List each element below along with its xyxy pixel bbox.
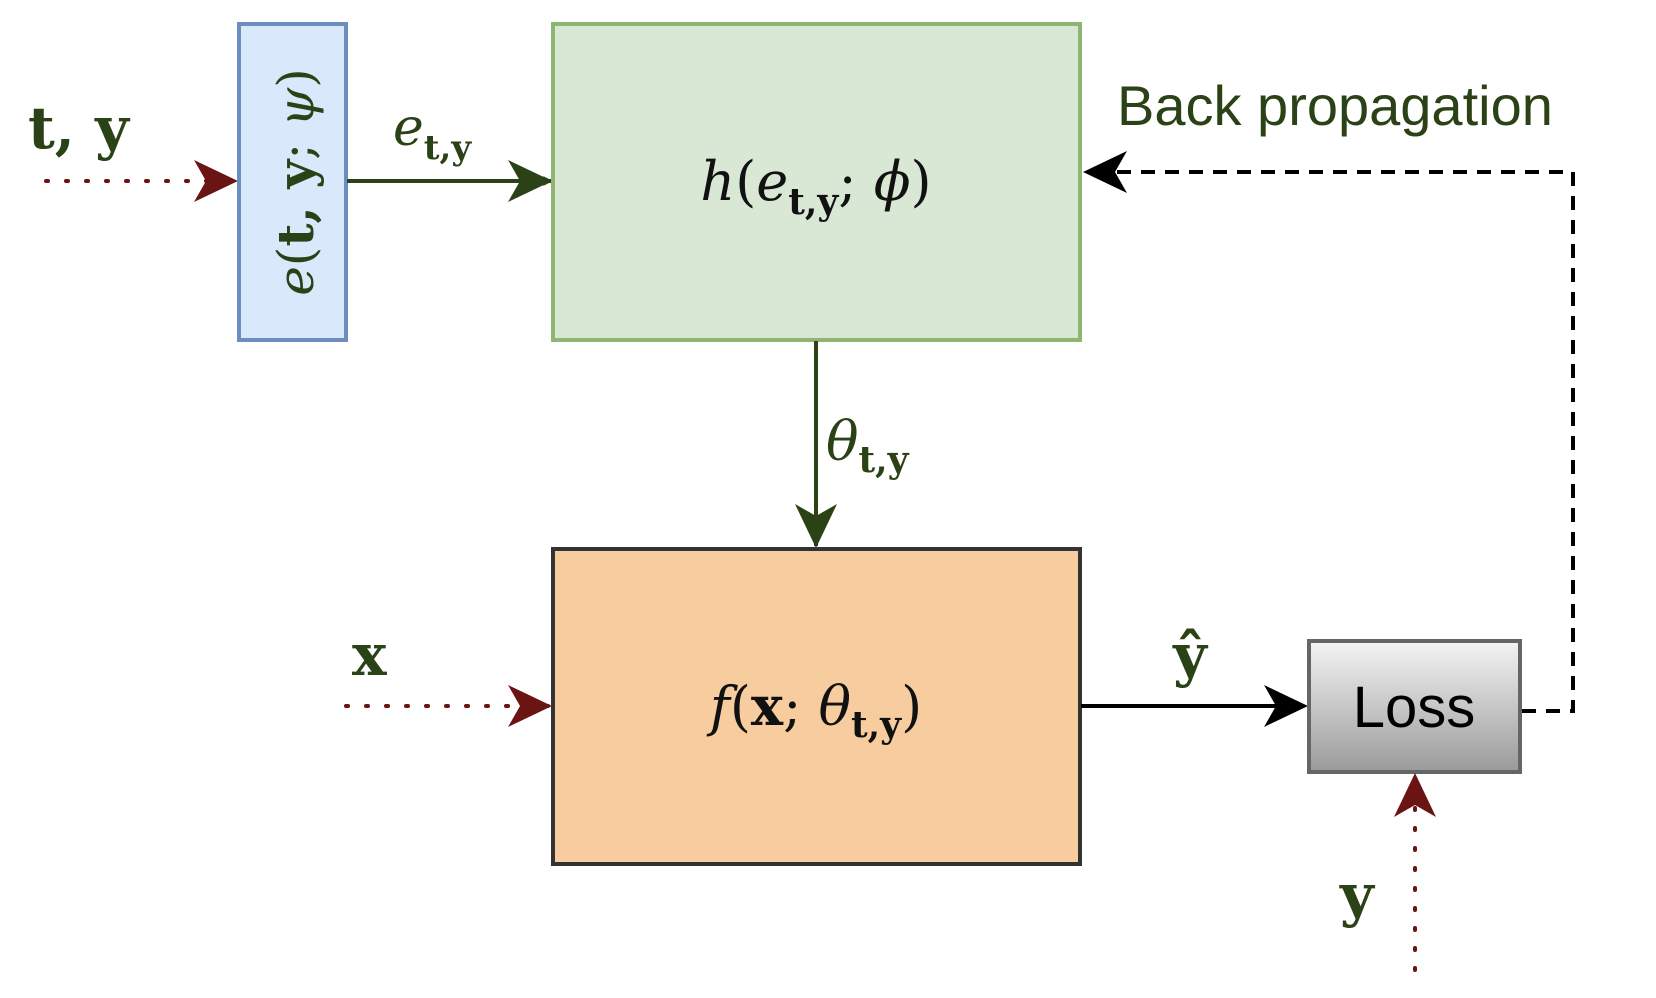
embedding-fn: e [267, 266, 325, 296]
hypernet-to-target-arrowhead [795, 504, 837, 548]
hypernet-close: ) [911, 150, 932, 213]
hypernet-param: ϕ [874, 150, 911, 213]
target-arg: x [751, 674, 784, 738]
target-open: ( [730, 675, 751, 738]
prediction-arrowhead [1264, 685, 1308, 727]
input-x-arrowhead [508, 685, 552, 727]
hypernet-label: h(et,y; ϕ) [700, 150, 931, 223]
embedding-out-sub: t,y [424, 128, 473, 168]
embedding-open: ( [267, 247, 325, 267]
embedding-close: ) [267, 68, 325, 88]
target-net-label: f(x; θt,y) [706, 674, 922, 746]
loss-box[interactable] [1307, 639, 1522, 774]
input-x-label: x [352, 621, 387, 689]
target-close: ) [901, 675, 922, 738]
embedding-sep: ; [267, 127, 325, 160]
embedding-box[interactable] [237, 22, 348, 342]
input-y-arrowhead [1394, 773, 1436, 817]
target-net-box[interactable] [551, 547, 1082, 866]
embedding-args: t, y [266, 158, 325, 247]
target-param-sub: t,y [851, 704, 902, 746]
backprop-edge [1092, 170, 1575, 713]
loss-label: Loss [1353, 675, 1476, 740]
embedding-to-hypernet-arrowhead [508, 160, 552, 202]
input-ty-label: t, y [28, 94, 131, 162]
params-out-sub: t,y [859, 439, 910, 481]
embedding-out-main: e [393, 98, 424, 158]
hypernet-sep: ; [838, 150, 873, 213]
target-param: θ [818, 675, 851, 738]
hypernet-box[interactable] [551, 22, 1082, 342]
hypernet-fn: h [700, 150, 735, 213]
prediction-label: ŷ [1172, 621, 1209, 689]
embedding-out-label: et,y [393, 98, 472, 168]
input-ty-arrowhead [194, 160, 238, 202]
embedding-label: e(t, y; ψ) [266, 68, 325, 296]
params-out-label: θt,y [826, 410, 910, 481]
params-out-main: θ [826, 410, 859, 473]
target-sep: ; [783, 675, 818, 738]
hypernet-arg: e [756, 150, 788, 213]
input-y-label: y [1339, 861, 1376, 929]
hypernet-arg-sub: t,y [788, 181, 839, 223]
backprop-label: Back propagation [1117, 74, 1553, 137]
backprop-arrowhead [1083, 151, 1127, 193]
embedding-param: ψ [267, 87, 325, 127]
hypernet-open: ( [735, 150, 756, 213]
